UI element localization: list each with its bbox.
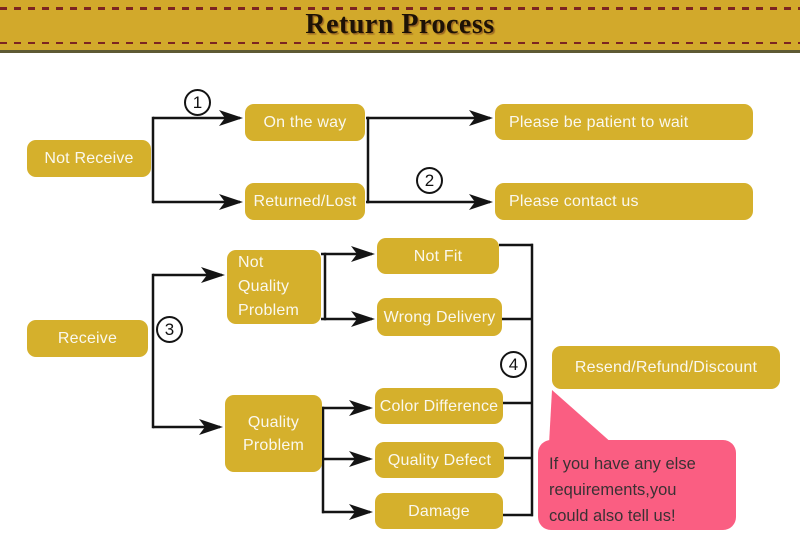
node-resend-refund-discount: Resend/Refund/Discount bbox=[552, 346, 780, 389]
page-title: Return Process bbox=[305, 9, 495, 40]
node-returned-lost: Returned/Lost bbox=[245, 183, 365, 220]
node-not-fit: Not Fit bbox=[377, 238, 499, 274]
node-please-be-patient: Please be patient to wait bbox=[495, 104, 753, 140]
node-wrong-delivery: Wrong Delivery bbox=[377, 298, 502, 336]
note-bubble-line-3: could also tell us! bbox=[549, 507, 676, 525]
note-bubble-line-2: requirements,you bbox=[549, 481, 677, 499]
step-circle-1: 1 bbox=[184, 89, 211, 116]
node-quality-problem: Quality Problem bbox=[225, 395, 322, 472]
note-bubble-line-1: If you have any else bbox=[549, 455, 696, 473]
note-bubble: If you have any else requirements,you co… bbox=[538, 440, 736, 530]
node-not-quality-problem: Not Quality Problem bbox=[227, 250, 321, 324]
node-not-receive: Not Receive bbox=[27, 140, 151, 177]
bubble-tail bbox=[549, 390, 613, 444]
node-color-difference: Color Difference bbox=[375, 388, 503, 424]
node-quality-defect: Quality Defect bbox=[375, 442, 504, 478]
node-damage: Damage bbox=[375, 493, 503, 529]
node-please-contact-us: Please contact us bbox=[495, 183, 753, 220]
header-banner: Return Process bbox=[0, 0, 800, 53]
node-receive: Receive bbox=[27, 320, 148, 357]
step-circle-3: 3 bbox=[156, 316, 183, 343]
step-circle-2: 2 bbox=[416, 167, 443, 194]
step-circle-4: 4 bbox=[500, 351, 527, 378]
node-on-the-way: On the way bbox=[245, 104, 365, 141]
header-dash-bottom bbox=[0, 41, 800, 44]
header-dash-top bbox=[0, 7, 800, 10]
